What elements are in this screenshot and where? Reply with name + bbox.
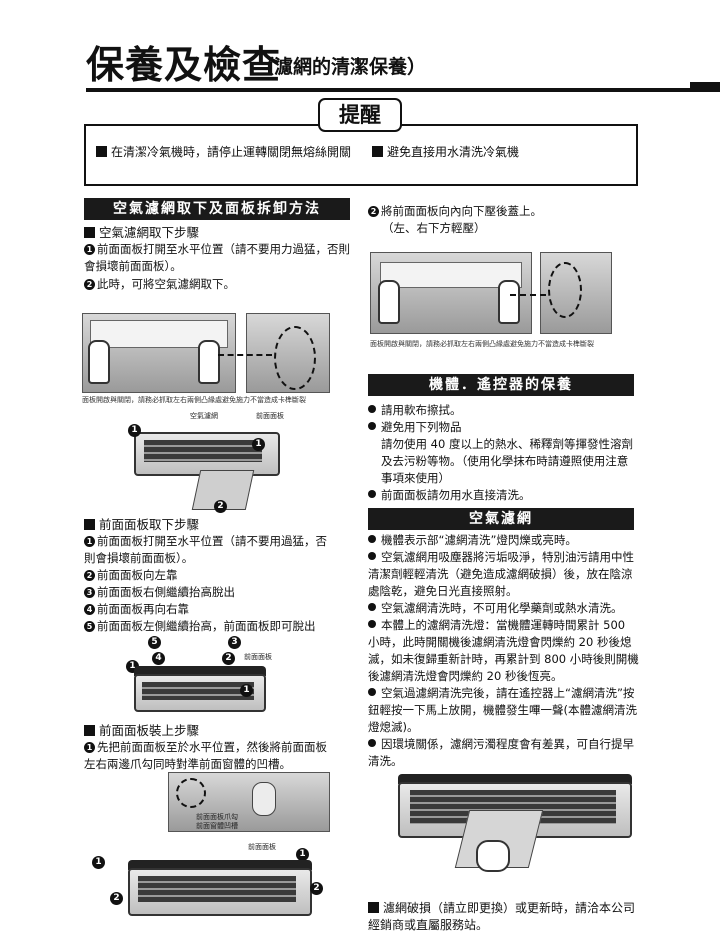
- step-badge-3: 3: [228, 636, 241, 649]
- step-badge-2b: 2: [222, 652, 235, 665]
- step-badge-2c: 2: [110, 892, 123, 905]
- hand-pull-icon: [476, 840, 510, 872]
- ac-unit-2-grill: [142, 682, 254, 700]
- title-rule-end: [690, 82, 720, 92]
- body-remote-list: 請用軟布擦拭。 避免用下列物品 請勿使用 40 度以上的熱水、稀釋劑等揮發性溶劑…: [368, 402, 638, 504]
- panel-removal-heading: 前面面板取下步驟: [84, 516, 199, 534]
- filter-removal-heading: 空氣濾網取下步驟: [84, 224, 199, 242]
- air-filter-item-3: 空氣濾網清洗時，不可用化學藥劑或熱水清洗。: [368, 600, 640, 617]
- square-bullet-icon: [84, 519, 95, 530]
- hand-left-icon-2: [378, 280, 400, 324]
- label-front-panel-3: 前面面板: [248, 843, 276, 851]
- pointer-line: [218, 354, 272, 356]
- title-rule: [86, 88, 720, 92]
- hand-right-icon-2: [498, 280, 520, 324]
- ac-unit-1-grill: [144, 440, 262, 462]
- panel-install-heading: 前面面板裝上步驟: [84, 722, 199, 740]
- step-badge-1: 1: [128, 424, 141, 437]
- figure-1-caption: 面板開啟與關閉，請務必抓取左右兩側凸緣處避免施力不當造成卡榫斷裂: [82, 396, 306, 404]
- square-bullet-icon: [84, 227, 95, 238]
- footer-note: 濾網破損（請立即更換）或更新時，請洽本公司經銷商或直屬服務站。: [368, 901, 636, 932]
- step-badge-1e: 1: [92, 856, 105, 869]
- body-remote-item-2: 避免用下列物品: [368, 419, 638, 436]
- step-badge-1f: 1: [296, 848, 309, 861]
- hand-right-icon: [198, 340, 220, 384]
- square-bullet-icon: [96, 146, 107, 157]
- detail-circle: [274, 326, 316, 390]
- ac-unit-3-panel: [128, 860, 312, 870]
- page-subtitle: （濾網的清潔保養）: [255, 56, 427, 78]
- air-filter-item-2: 空氣濾網用吸塵器將污垢吸淨，特別油污請用中性清潔劑輕輕清洗（避免造成濾網破損）後…: [368, 550, 634, 598]
- square-bullet-icon: [84, 725, 95, 736]
- page-title: 保養及檢查: [86, 43, 282, 87]
- label-groove: 前面窗體凹槽: [196, 822, 238, 830]
- air-filter-item-1: 機體表示部“濾網清洗”燈閃爍或亮時。: [368, 532, 640, 549]
- section-filter-panel-removal: 空氣濾網取下及面板拆卸方法: [84, 198, 350, 220]
- reminder-item-2: 避免直接用水清洗冷氣機: [372, 144, 622, 161]
- air-filter-item-5: 空氣過濾網清洗完後，請在遙控器上“濾網清洗”按鈕輕按一下馬上放開，機體發生嗶一聲…: [368, 686, 637, 734]
- section-body-remote: 機體．遙控器的保養: [368, 374, 634, 396]
- air-filter-item-6: 因環境關係，濾網污濁程度會有差異，可自行提早清洗。: [368, 737, 634, 768]
- step-badge-4: 4: [152, 652, 165, 665]
- hand-left-icon: [88, 340, 110, 384]
- step-badge-1b: 1: [252, 438, 265, 451]
- ac-unit-4-panel: [398, 774, 632, 784]
- pointer-line-2: [510, 294, 546, 296]
- reminder-item-1: 在清潔冷氣機時，請停止運轉關閉無熔絲開關: [96, 144, 356, 161]
- install-caption: 面板開啟與關閉，請務必抓取左右兩側凸緣處避免施力不當造成卡榫斷裂: [370, 340, 594, 348]
- ac-unit-3-grill: [138, 876, 296, 902]
- body-remote-note: 請勿使用 40 度以上的熱水、稀釋劑等揮發性溶劑及去污粉等物。（使用化學抹布時請…: [381, 437, 633, 485]
- ac-unit-2-panel: [134, 666, 266, 676]
- step-badge-2d: 2: [310, 882, 323, 895]
- air-filter-item-4: 本體上的濾網清洗燈：當機體運轉時間累計 500 小時，此時開關機後濾網清洗燈會閃…: [368, 618, 639, 683]
- hand-pinch-icon: [252, 782, 276, 816]
- detail-circle-2: [548, 262, 582, 318]
- body-remote-item-3: 前面面板請勿用水直接清洗。: [368, 487, 638, 504]
- claw-detail-circle: [176, 778, 206, 808]
- install-step-2-line-2: （左、右下方輕壓）: [382, 221, 486, 235]
- label-air-filter: 空氣濾網: [190, 412, 218, 420]
- step-badge-2: 2: [214, 500, 227, 513]
- step-badge-1d: 1: [240, 684, 253, 697]
- step-badge-5: 5: [148, 636, 161, 649]
- label-front-panel-2: 前面面板: [244, 653, 272, 661]
- label-claw: 前面面板爪勾: [196, 813, 238, 821]
- square-bullet-icon: [368, 902, 379, 913]
- reminder-tab: 提醒: [318, 98, 402, 132]
- body-remote-item-1: 請用軟布擦拭。: [368, 402, 638, 419]
- section-air-filter: 空氣濾網: [368, 508, 634, 530]
- square-bullet-icon: [372, 146, 383, 157]
- label-front-panel: 前面面板: [256, 412, 284, 420]
- air-filter-list: 機體表示部“濾網清洗”燈閃爍或亮時。 空氣濾網用吸塵器將污垢吸淨，特別油污請用中…: [368, 532, 640, 770]
